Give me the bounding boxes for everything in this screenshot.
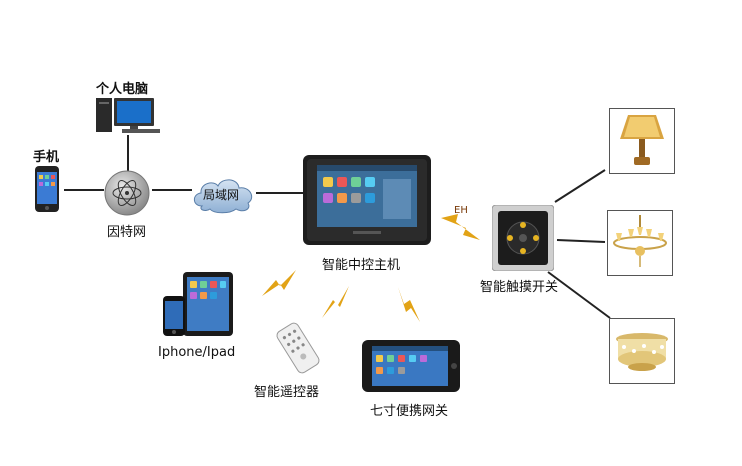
wireless-bolt-eh [441,214,480,240]
host-device [303,155,431,245]
table-lamp-icon [620,115,664,165]
lan-cloud-icon [190,172,258,214]
chandelier-icon [613,215,667,267]
remote-label: 智能遥控器 [254,385,320,400]
line-switch-lamp1 [554,169,606,203]
pc-label: 个人电脑 [96,82,149,97]
ceiling-light-icon [616,333,668,371]
remote-icon [272,322,324,374]
phone-label: 手机 [33,150,60,165]
wireless-bolt-remote [322,286,349,318]
iphone-ipad-label: Iphone/Ipad [158,345,236,360]
pc-icon [94,96,164,136]
line-switch-lamp2 [556,239,606,243]
gateway-label: 七寸便携网关 [370,404,449,419]
gateway-device [362,340,460,392]
table-lamp-box [609,108,675,174]
switch-label: 智能触摸开关 [480,280,559,295]
globe-icon [104,170,150,216]
ceiling-light-box [609,318,675,384]
phone-icon [35,166,59,212]
touch-switch-device [492,205,554,271]
line-switch-lamp3 [547,271,611,319]
eh-label: EH [454,205,468,216]
wireless-bolt-ipad [262,270,296,296]
chandelier-box [607,210,673,276]
wireless-bolt-gateway [398,287,420,322]
internet-label: 因特网 [107,225,147,240]
lan-label: 局域网 [203,188,240,202]
host-label: 智能中控主机 [322,258,401,273]
iphone-ipad-icon [163,272,233,338]
